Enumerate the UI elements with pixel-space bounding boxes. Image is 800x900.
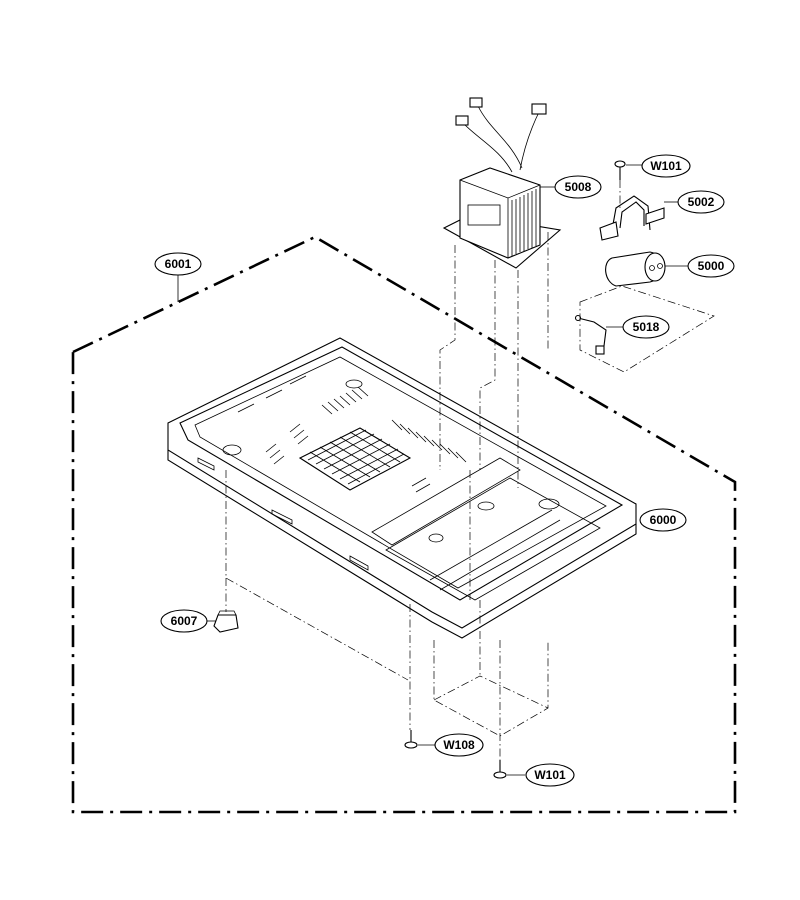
svg-text:W101: W101 [534,768,566,782]
callout-6000: 6000 [639,508,687,532]
callout-w101-top: W101 [641,154,691,178]
svg-text:6000: 6000 [650,513,677,527]
screw-w101-top [614,160,626,180]
svg-text:5008: 5008 [565,180,592,194]
svg-text:5002: 5002 [688,195,715,209]
callout-w108: W108 [434,733,484,757]
callout-5008: 5008 [554,175,602,199]
svg-text:6001: 6001 [165,257,192,271]
callout-6001: 6001 [154,252,202,276]
assembly-guide-lines [225,180,715,760]
callout-6007: 6007 [160,609,208,633]
svg-text:W108: W108 [443,738,475,752]
capacitor-5000 [605,251,666,287]
callout-5018: 5018 [622,315,670,339]
callout-5000: 5000 [687,254,735,278]
base-plate-6000 [167,337,637,639]
svg-text:W101: W101 [650,159,682,173]
foot-6007 [213,610,239,633]
diode-5018 [574,314,607,355]
callout-w101-bottom: W101 [525,763,575,787]
svg-text:5000: 5000 [698,259,725,273]
screw-w101-bottom [493,760,507,779]
callout-5002: 5002 [677,190,725,214]
transformer-5008 [442,97,562,269]
svg-text:5018: 5018 [633,320,660,334]
svg-text:6007: 6007 [171,614,198,628]
bracket-5002 [599,195,665,241]
screw-w108 [404,730,418,749]
